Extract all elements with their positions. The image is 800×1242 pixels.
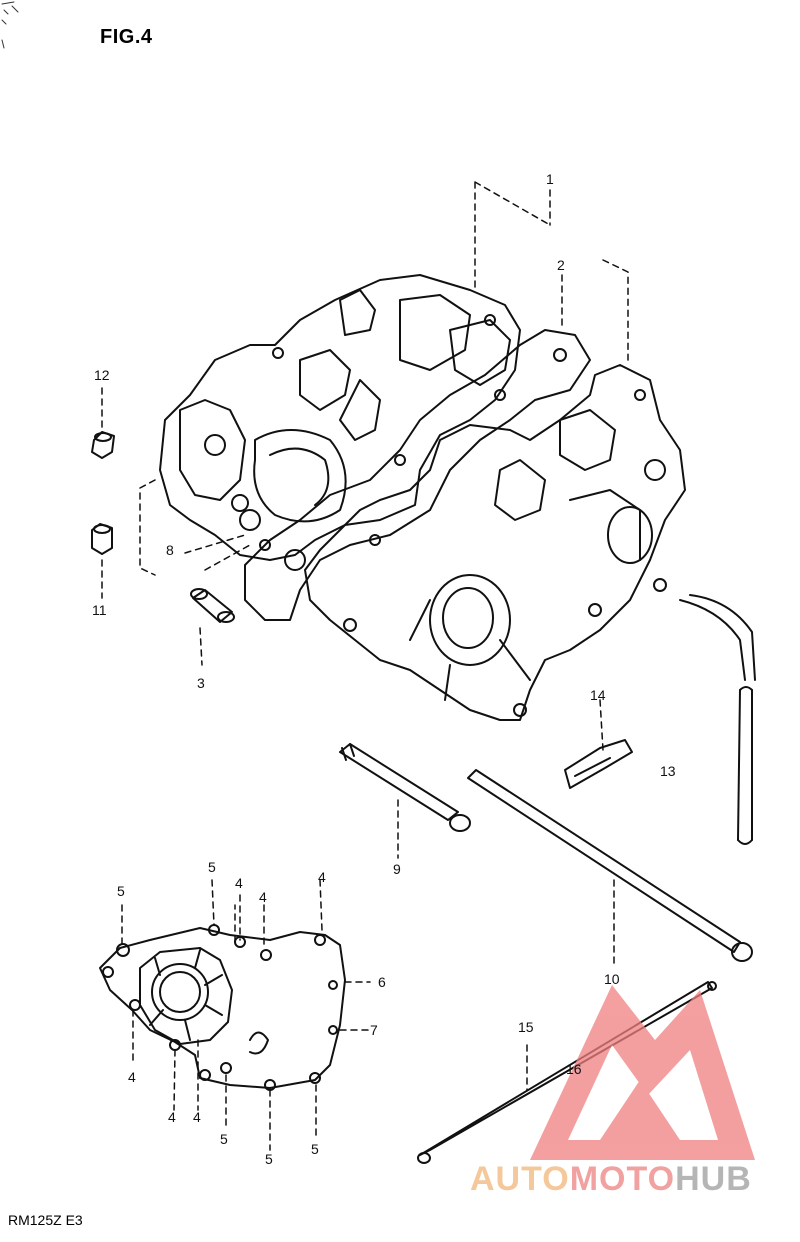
hose-clip bbox=[564, 739, 633, 789]
callout-5-a: 5 bbox=[117, 883, 125, 899]
callout-5-c: 5 bbox=[220, 1131, 228, 1147]
callout-4-e: 4 bbox=[168, 1109, 176, 1125]
bushing-12 bbox=[91, 431, 115, 459]
callout-4-d: 4 bbox=[128, 1069, 136, 1085]
figure-title: FIG.4 bbox=[100, 26, 153, 48]
callout-7: 7 bbox=[370, 1022, 378, 1038]
bushing-11 bbox=[91, 523, 113, 555]
callout-8: 8 bbox=[166, 542, 174, 558]
breather-hose bbox=[679, 594, 756, 845]
callout-1: 1 bbox=[546, 171, 554, 187]
callout-12: 12 bbox=[94, 367, 110, 383]
callout-13: 13 bbox=[660, 763, 676, 779]
callout-5-b: 5 bbox=[208, 859, 216, 875]
callout-15: 15 bbox=[518, 1019, 534, 1035]
callout-5-e: 5 bbox=[311, 1141, 319, 1157]
crankcase-gasket bbox=[244, 329, 591, 621]
callout-4-b: 4 bbox=[259, 889, 267, 905]
watermark-logo bbox=[530, 985, 755, 1160]
dowel-pin bbox=[190, 588, 235, 623]
callout-4-a: 4 bbox=[235, 875, 243, 891]
scan-speckle bbox=[1, 1, 19, 49]
callout-2: 2 bbox=[557, 257, 565, 273]
watermark-text: AUTOMOTOHUB bbox=[470, 1160, 752, 1199]
crankcase-cover bbox=[99, 924, 346, 1091]
crankcase-right-half bbox=[304, 364, 686, 721]
callout-11: 11 bbox=[92, 602, 107, 618]
watermark-moto: MOTO bbox=[569, 1160, 676, 1198]
callout-9: 9 bbox=[393, 861, 401, 877]
callout-4-c: 4 bbox=[318, 869, 326, 885]
watermark-hub: HUB bbox=[675, 1160, 752, 1198]
crankcase-bolt-long bbox=[467, 769, 753, 962]
crankcase-left-half bbox=[159, 274, 521, 561]
watermark-auto: AUTO bbox=[470, 1160, 570, 1198]
callout-10: 10 bbox=[604, 971, 620, 987]
callout-3: 3 bbox=[197, 675, 205, 691]
callout-6: 6 bbox=[378, 974, 386, 990]
callout-16: 16 bbox=[566, 1061, 582, 1077]
oil-seal bbox=[239, 509, 261, 531]
leader-lines bbox=[101, 181, 629, 1151]
crankcase-bolt-short bbox=[339, 743, 471, 832]
callout-14: 14 bbox=[590, 687, 606, 703]
callout-5-d: 5 bbox=[265, 1151, 273, 1167]
model-code: RM125Z E3 bbox=[8, 1212, 83, 1228]
callout-4-f: 4 bbox=[193, 1109, 201, 1125]
